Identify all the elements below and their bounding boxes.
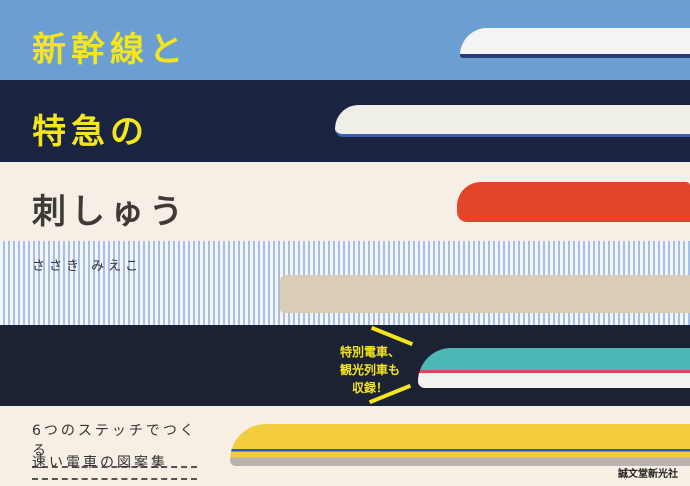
callout-line: 特別電車、 bbox=[339, 345, 400, 359]
shinkansen-white-train bbox=[460, 28, 690, 58]
title-line-1: 新幹線と bbox=[32, 30, 188, 70]
yellow-shinkansen-train bbox=[230, 424, 690, 466]
title-line-2: 特急の bbox=[32, 112, 149, 152]
callout: 特別電車、 観光列車も 収録！ bbox=[330, 343, 410, 397]
sightseeing-train bbox=[280, 275, 690, 313]
express-white-train bbox=[335, 105, 690, 137]
publisher: 誠文堂新光社 bbox=[618, 469, 678, 480]
subtitle-line-1: 6つのステッチでつくる bbox=[32, 420, 197, 468]
callout-line: 収録！ bbox=[351, 381, 388, 395]
red-express-train bbox=[457, 182, 690, 222]
subtitle-line-2: 速い電車の図案集 bbox=[32, 452, 197, 480]
title-line-3: 刺しゅう bbox=[32, 192, 188, 232]
author-name: ささき みえこ bbox=[32, 259, 143, 274]
callout-line: 観光列車も bbox=[339, 363, 400, 377]
green-shinkansen-train bbox=[418, 348, 690, 388]
